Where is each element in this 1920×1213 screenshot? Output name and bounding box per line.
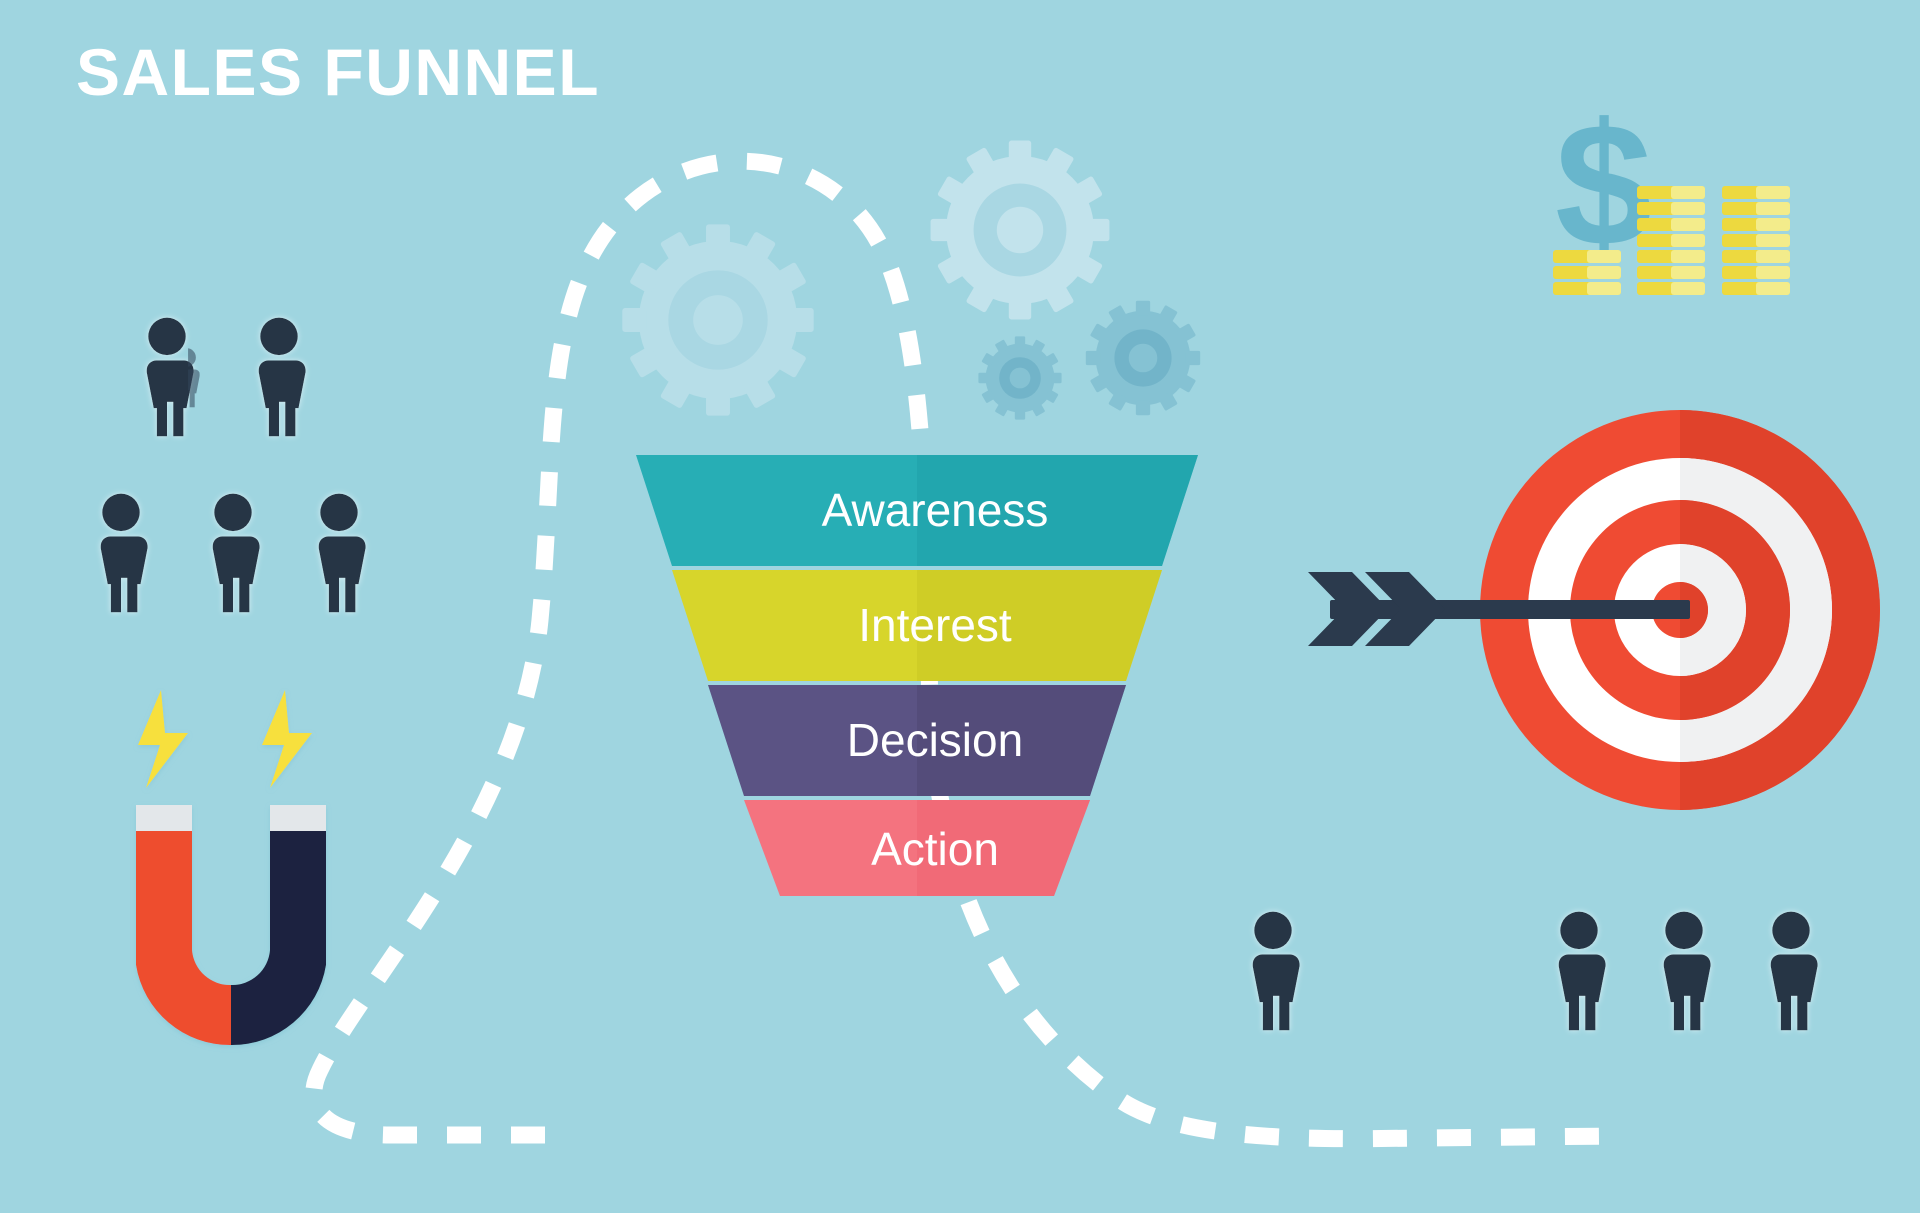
magnet-icon: [136, 690, 326, 1046]
funnel-stage-label: Action: [871, 823, 999, 875]
gears-decoration: [622, 140, 1201, 420]
coin-stack-tall-2: [1722, 186, 1790, 295]
magnet-cap-left: [136, 805, 192, 831]
coin-stack-tall-1: [1637, 186, 1705, 295]
spark-icon-left: [138, 690, 188, 788]
funnel-stage-awareness[interactable]: Awareness: [636, 455, 1198, 566]
gear-icon-small-right: [1085, 300, 1201, 416]
page-title: SALES FUNNEL: [76, 35, 600, 109]
coin-stack-short: [1553, 250, 1621, 295]
money-stacks: $: [1553, 88, 1790, 295]
gear-icon-top-right: [930, 140, 1110, 320]
magnet-left-pole: [136, 825, 231, 1046]
gear-icon-left: [622, 224, 814, 416]
funnel-stage-interest[interactable]: Interest: [672, 570, 1162, 681]
funnel-stage-label: Decision: [847, 714, 1023, 766]
spark-icon-right: [262, 690, 312, 788]
magnet-cap-right: [270, 805, 326, 831]
arrow-icon: [1308, 572, 1690, 646]
funnel-stage-label: Awareness: [822, 484, 1049, 536]
magnet-right-pole: [231, 825, 326, 1046]
sales-funnel: Awareness Interest Decision Action: [636, 455, 1198, 896]
funnel-stage-decision[interactable]: Decision: [708, 685, 1126, 796]
funnel-stage-action[interactable]: Action: [744, 800, 1090, 896]
gear-icon-small-left: [978, 336, 1062, 420]
funnel-stage-label: Interest: [858, 599, 1012, 651]
